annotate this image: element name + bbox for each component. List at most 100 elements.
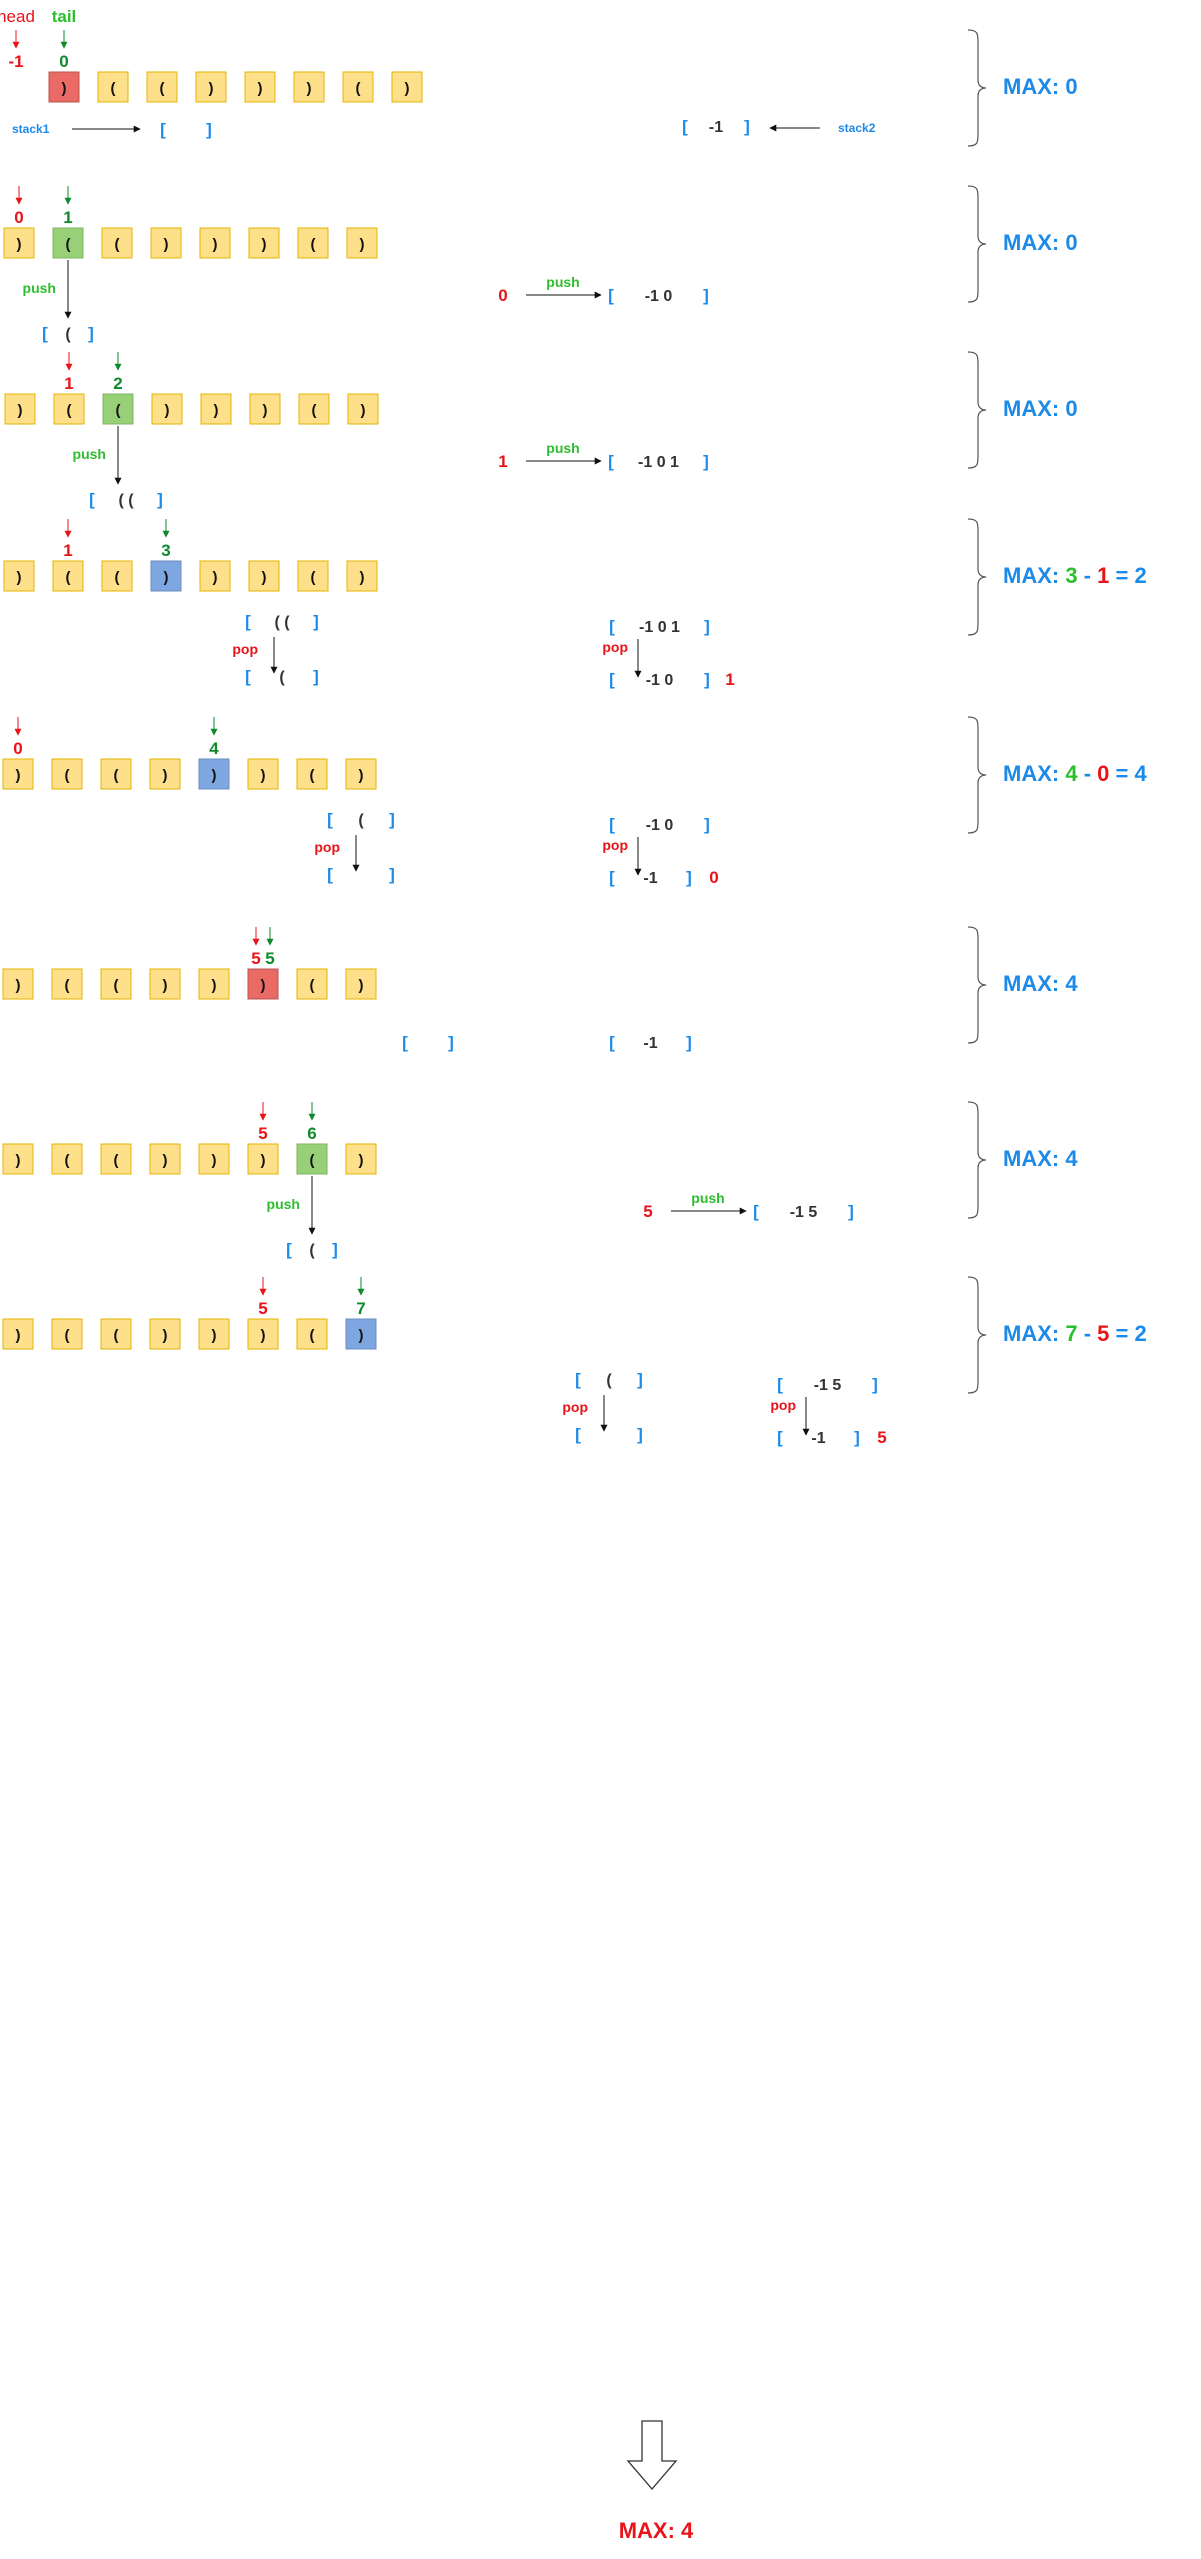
stack-bracket-close: ] <box>313 612 319 631</box>
head-index: 1 <box>63 541 72 560</box>
paren-cell-box <box>249 393 281 425</box>
paren-cell-box <box>296 1318 328 1350</box>
step-brace <box>967 351 987 469</box>
paren-char: ( <box>310 977 315 994</box>
paren-cell: ) <box>48 71 80 103</box>
stack-contents: -1 0 <box>646 672 674 689</box>
paren-char: ( <box>65 1327 70 1344</box>
paren-char: ( <box>312 402 317 419</box>
paren-char: ) <box>361 402 366 419</box>
stack-bracket-close: ] <box>744 117 750 136</box>
paren-cell-box <box>149 1318 181 1350</box>
step-brace <box>967 1101 987 1219</box>
stack-bracket-close: ] <box>389 865 395 884</box>
stack-bracket-open: [ <box>245 612 251 631</box>
paren-cell: ( <box>102 393 134 425</box>
stack-bracket-open: [ <box>286 1240 292 1259</box>
stack-bracket-open: [ <box>608 452 614 471</box>
paren-cell-box <box>100 1143 132 1175</box>
stack-contents: ( ( <box>118 492 134 509</box>
paren-cell: ( <box>342 71 374 103</box>
max-tail-term: 3 <box>1065 563 1077 588</box>
paren-cell: ) <box>200 393 232 425</box>
paren-char: ( <box>115 236 120 253</box>
paren-char: ) <box>262 236 267 253</box>
stack-bracket-close: ] <box>704 815 710 834</box>
stack-bracket-open: [ <box>753 1202 759 1221</box>
paren-char: ( <box>66 569 71 586</box>
paren-cell: ( <box>100 1318 132 1350</box>
paren-cell-box <box>100 1318 132 1350</box>
stack-contents: -1 0 <box>646 817 674 834</box>
final-result: MAX: 4 <box>619 2420 694 2543</box>
paren-cell-box <box>346 227 378 259</box>
tail-index: 1 <box>63 208 72 227</box>
paren-char: ) <box>212 977 217 994</box>
paren-cell: ) <box>151 393 183 425</box>
stack-bracket-open: [ <box>327 865 333 884</box>
paren-cell-box <box>101 227 133 259</box>
paren-char: ) <box>359 1327 364 1344</box>
stack2-before: []-1 0 <box>609 815 710 834</box>
stack2-after: []-1 5 <box>753 1202 854 1221</box>
tail-label: tail <box>52 7 77 26</box>
stack-contents: ( <box>358 812 364 829</box>
paren-cell-box <box>198 1143 230 1175</box>
paren-cell-box <box>296 968 328 1000</box>
paren-char: ( <box>114 767 119 784</box>
paren-char: ) <box>212 1327 217 1344</box>
max-tail-term: 4 <box>1065 761 1078 786</box>
push-value: 0 <box>498 286 507 305</box>
stack-bracket-open: [ <box>575 1425 581 1444</box>
paren-cell-box <box>3 560 35 592</box>
stack1-pop-label: pop <box>314 839 340 855</box>
popped-value: 1 <box>725 670 734 689</box>
max-value: 0 <box>1065 74 1077 99</box>
paren-cell-box <box>102 393 134 425</box>
paren-cell-box <box>342 71 374 103</box>
stack-contents: -1 0 1 <box>638 454 679 471</box>
paren-cell: ) <box>247 968 279 1000</box>
stack-bracket-open: [ <box>42 324 48 343</box>
paren-cell-box <box>149 1143 181 1175</box>
stack-bracket-close: ] <box>206 120 212 139</box>
paren-char: ) <box>16 977 21 994</box>
tail-index: 5 <box>265 949 274 968</box>
popped-value: 0 <box>709 868 718 887</box>
paren-cell-box <box>150 560 182 592</box>
paren-cell: ) <box>150 560 182 592</box>
paren-cell-box <box>346 560 378 592</box>
paren-cell-box <box>296 1143 328 1175</box>
paren-cell: ) <box>345 1318 377 1350</box>
stack1-after: []( <box>245 667 319 686</box>
max-prefix: MAX: <box>1003 563 1065 588</box>
paren-cell-box <box>48 71 80 103</box>
stack2-pop-label: pop <box>602 639 628 655</box>
paren-char: ) <box>17 569 22 586</box>
stack2-pop-label: pop <box>602 837 628 853</box>
paren-cell: ( <box>52 560 84 592</box>
paren-cell-box <box>97 71 129 103</box>
paren-cell: ) <box>2 1143 34 1175</box>
stack1: [] <box>160 120 212 139</box>
max-prefix: MAX: <box>1003 1146 1065 1171</box>
paren-cell: ( <box>296 1318 328 1350</box>
paren-cell: ) <box>347 393 379 425</box>
stack-contents: -1 0 1 <box>639 619 680 636</box>
paren-cell-box <box>248 560 280 592</box>
paren-char: ) <box>307 80 312 97</box>
popped-value: 5 <box>877 1428 886 1447</box>
stack-bracket-open: [ <box>609 1033 615 1052</box>
paren-char: ) <box>212 1152 217 1169</box>
paren-char: ( <box>67 402 72 419</box>
paren-cell: ( <box>296 758 328 790</box>
paren-cell: ) <box>199 227 231 259</box>
max-prefix: MAX: <box>1003 396 1065 421</box>
max-result: = 4 <box>1109 761 1147 786</box>
paren-char: ) <box>360 569 365 586</box>
paren-cell: ) <box>2 1318 34 1350</box>
paren-char: ) <box>360 236 365 253</box>
paren-cell: ) <box>149 968 181 1000</box>
